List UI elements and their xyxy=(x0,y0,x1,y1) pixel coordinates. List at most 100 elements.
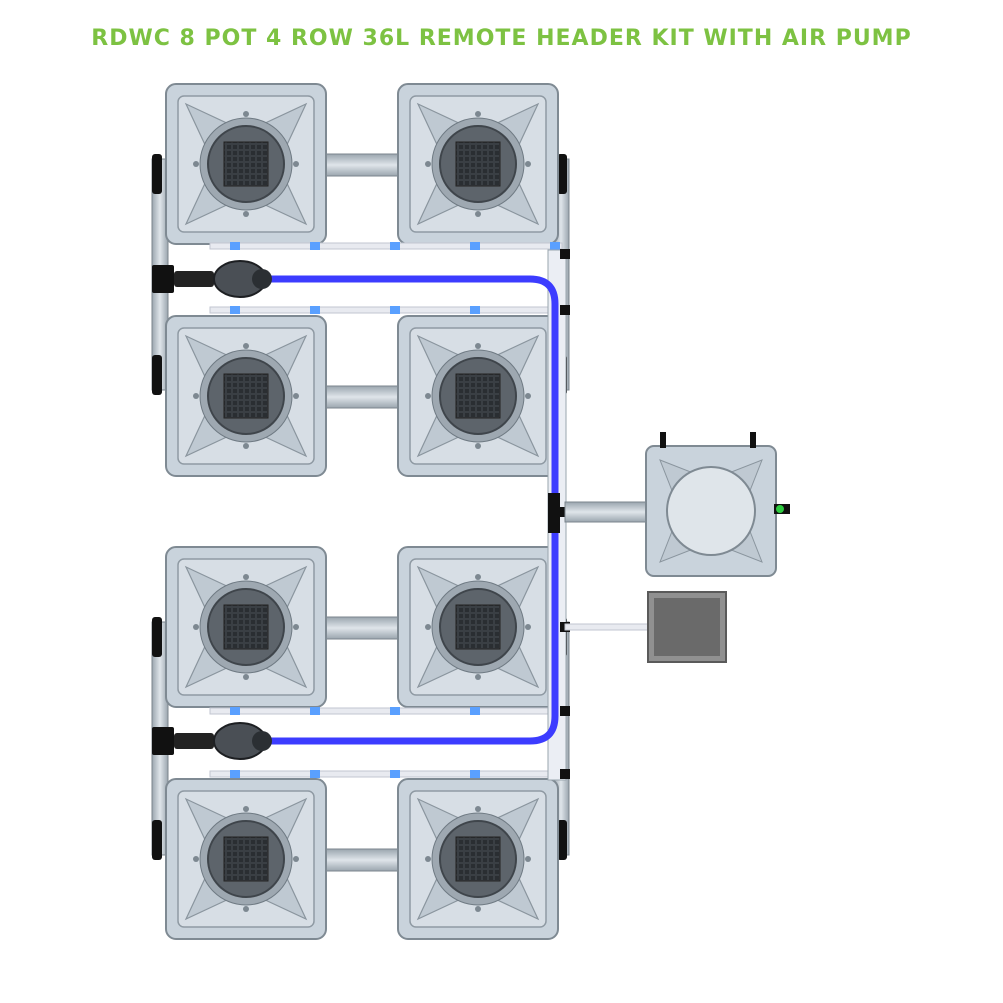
pot-tab xyxy=(525,161,531,167)
air-pump-face xyxy=(654,598,720,656)
tee-fitting xyxy=(560,249,570,259)
pot xyxy=(165,83,327,245)
line-fitting xyxy=(390,707,400,715)
net-pot-mesh xyxy=(455,373,501,419)
pot-tab xyxy=(293,393,299,399)
pot-tab xyxy=(243,211,249,217)
pipe-clamp xyxy=(152,154,162,194)
line-fitting xyxy=(390,306,400,314)
air-stone xyxy=(152,260,272,298)
line-fitting xyxy=(390,242,400,250)
header-tank xyxy=(645,432,790,577)
pipe-clamp xyxy=(152,355,162,395)
tank-lid-cap xyxy=(666,466,756,556)
net-pot-mesh xyxy=(455,141,501,187)
tank-bracket xyxy=(750,432,756,448)
header-clamp xyxy=(548,493,560,533)
pipe-clamp xyxy=(152,820,162,860)
air-line xyxy=(266,508,559,745)
line-fitting xyxy=(470,770,480,778)
air-valve xyxy=(174,733,214,749)
row-connector-pipe xyxy=(319,385,405,409)
pot-tab xyxy=(293,856,299,862)
pot-tab xyxy=(243,906,249,912)
pot-tab xyxy=(243,574,249,580)
net-pot-mesh xyxy=(455,836,501,882)
row-connector-pipe xyxy=(319,153,405,177)
pot-tab xyxy=(425,856,431,862)
pot xyxy=(165,546,327,708)
pot-tab xyxy=(293,161,299,167)
net-pot-mesh xyxy=(223,373,269,419)
row-connector-pipe xyxy=(319,848,405,872)
tee-fitting xyxy=(560,769,570,779)
pot-tab xyxy=(193,393,199,399)
tank-outlet-marker xyxy=(776,505,784,513)
pot-tab xyxy=(475,111,481,117)
line-fitting xyxy=(310,770,320,778)
row-connector-pipe xyxy=(319,616,405,640)
line-fitting xyxy=(310,306,320,314)
pot-tab xyxy=(425,161,431,167)
net-pot-mesh xyxy=(455,604,501,650)
net-pot-mesh xyxy=(223,141,269,187)
line-fitting xyxy=(310,242,320,250)
return-line xyxy=(209,770,563,778)
line-fitting xyxy=(470,242,480,250)
pot xyxy=(397,546,559,708)
pot-tab xyxy=(425,393,431,399)
pot-tab xyxy=(475,443,481,449)
pot-tab xyxy=(525,856,531,862)
pot xyxy=(397,83,559,245)
tank-feed-pipe xyxy=(564,501,651,523)
pot-tab xyxy=(193,624,199,630)
line-fitting xyxy=(230,306,240,314)
pot-tab xyxy=(475,906,481,912)
line-fitting xyxy=(230,707,240,715)
line-fitting xyxy=(470,306,480,314)
pot xyxy=(397,315,559,477)
tank-bracket xyxy=(660,432,666,448)
pot-tab xyxy=(193,856,199,862)
pot-tab xyxy=(475,343,481,349)
pot xyxy=(165,778,327,940)
line-fitting xyxy=(470,707,480,715)
pot-tab xyxy=(293,624,299,630)
page-title: RDWC 8 POT 4 ROW 36L REMOTE HEADER KIT W… xyxy=(91,26,912,51)
return-line xyxy=(209,306,563,314)
pot-tab xyxy=(243,343,249,349)
pot-tab xyxy=(243,674,249,680)
pot-tab xyxy=(425,624,431,630)
line-fitting xyxy=(230,770,240,778)
pot-tab xyxy=(525,393,531,399)
pump-line xyxy=(564,623,651,631)
pot xyxy=(397,778,559,940)
pot-tab xyxy=(475,806,481,812)
line-fitting xyxy=(390,770,400,778)
pipe-clamp xyxy=(557,820,567,860)
valve-body xyxy=(152,727,174,755)
pot-tab xyxy=(243,443,249,449)
line-fitting xyxy=(550,242,560,250)
tee-fitting xyxy=(560,305,570,315)
line-fitting xyxy=(310,707,320,715)
return-line xyxy=(209,707,563,715)
air-line xyxy=(266,275,559,516)
net-pot-mesh xyxy=(223,604,269,650)
valve-body xyxy=(152,265,174,293)
pot xyxy=(165,315,327,477)
pot-tab xyxy=(475,574,481,580)
valve-cap xyxy=(252,269,272,289)
return-line xyxy=(209,242,563,250)
pipe-clamp xyxy=(557,154,567,194)
pot-tab xyxy=(243,806,249,812)
tee-fitting xyxy=(560,706,570,716)
valve-cap xyxy=(252,731,272,751)
net-pot-mesh xyxy=(223,836,269,882)
air-stone xyxy=(152,722,272,760)
line-fitting xyxy=(230,242,240,250)
pot-tab xyxy=(243,111,249,117)
pipe-clamp xyxy=(152,617,162,657)
pot-tab xyxy=(525,624,531,630)
